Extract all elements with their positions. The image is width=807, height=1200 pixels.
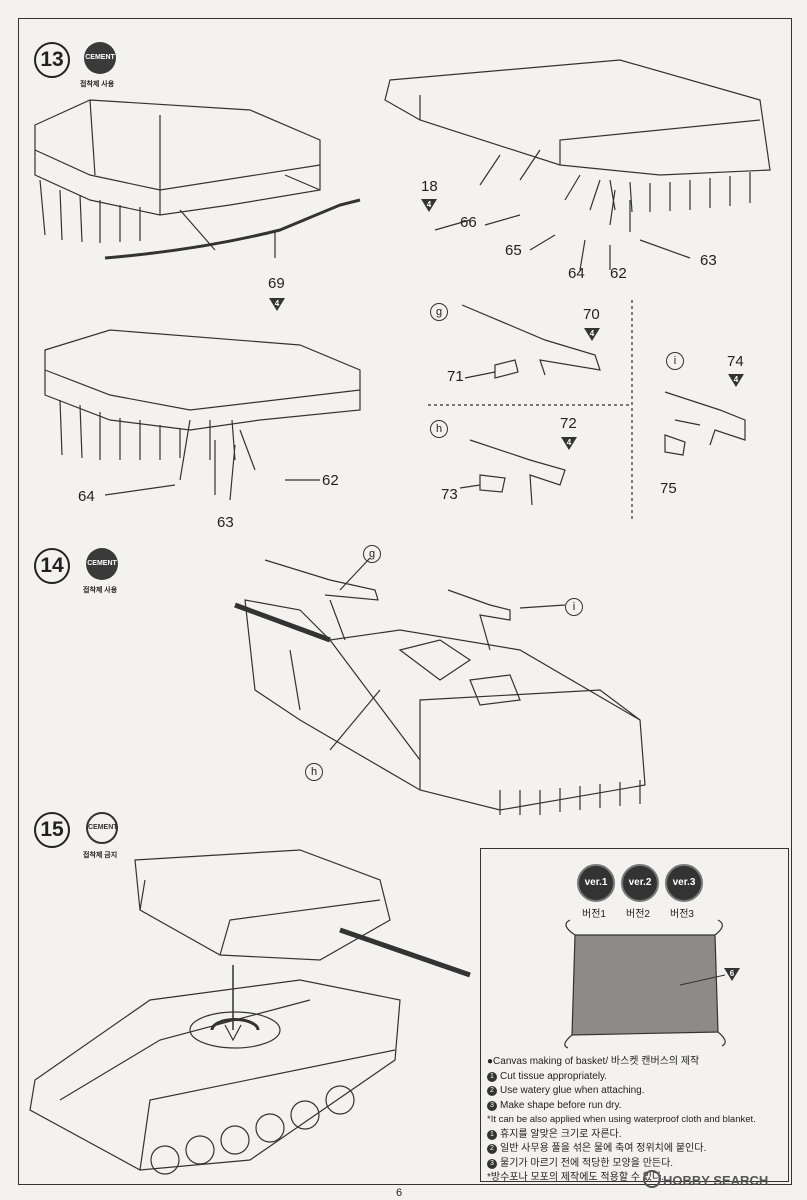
part-label: 63 <box>700 252 717 269</box>
part-label: 62 <box>610 265 627 282</box>
step-13-number: 13 <box>34 42 70 78</box>
sprue-marker: 4 <box>269 298 285 311</box>
canvas-basket-panel <box>480 848 789 1182</box>
version-label: 버전3 <box>670 909 694 920</box>
subassembly-g-marker: g <box>363 545 381 563</box>
instruction-note: *방수포나 모포의 제작에도 적용할 수 있다. <box>487 1172 664 1183</box>
instructions-title: ●Canvas making of basket/ 바스켓 캔버스의 제작 <box>487 1056 700 1067</box>
version-badge: ver.3 <box>665 864 703 902</box>
part-label: 64 <box>78 488 95 505</box>
cement-note: 접착제 사용 <box>83 587 118 594</box>
sprue-marker: 4 <box>728 374 744 387</box>
subassembly-h-marker: h <box>305 763 323 781</box>
part-label: 71 <box>447 368 464 385</box>
step-15-number: 15 <box>34 812 70 848</box>
cement-icon: CEMENT <box>84 42 116 74</box>
subassembly-i-marker: i <box>565 598 583 616</box>
sprue-marker: 4 <box>584 328 600 341</box>
watermark: HOBBY SEARCH <box>643 1170 768 1188</box>
cement-note: 접착제 금지 <box>83 852 118 859</box>
part-label: 18 <box>421 178 438 195</box>
part-label: 73 <box>441 486 458 503</box>
instruction-note: *It can be also applied when using water… <box>487 1114 756 1125</box>
part-label: 63 <box>217 514 234 531</box>
sprue-marker: 4 <box>421 199 437 212</box>
part-label: 66 <box>460 214 477 231</box>
subassembly-i-marker: i <box>666 352 684 370</box>
page-frame <box>18 18 792 1185</box>
part-label: 70 <box>583 306 600 323</box>
hobby-search-logo-icon <box>643 1170 661 1188</box>
version-badge: ver.2 <box>621 864 659 902</box>
version-badge: ver.1 <box>577 864 615 902</box>
sprue-marker: 4 <box>561 437 577 450</box>
step-14-number: 14 <box>34 548 70 584</box>
version-label: 버전1 <box>582 909 606 920</box>
cement-icon: CEMENT <box>86 548 118 580</box>
part-label: 75 <box>660 480 677 497</box>
no-cement-icon: CEMENT <box>86 812 118 844</box>
subassembly-h-marker: h <box>430 420 448 438</box>
sprue-marker: 6 <box>724 968 740 981</box>
part-label: 74 <box>727 353 744 370</box>
part-label: 65 <box>505 242 522 259</box>
part-label: 62 <box>322 472 339 489</box>
part-label: 64 <box>568 265 585 282</box>
part-label: 69 <box>268 275 285 292</box>
subassembly-g-marker: g <box>430 303 448 321</box>
cement-note: 접착제 사용 <box>80 81 115 88</box>
part-label: 72 <box>560 415 577 432</box>
version-label: 버전2 <box>626 909 650 920</box>
page-number: 6 <box>396 1187 403 1199</box>
